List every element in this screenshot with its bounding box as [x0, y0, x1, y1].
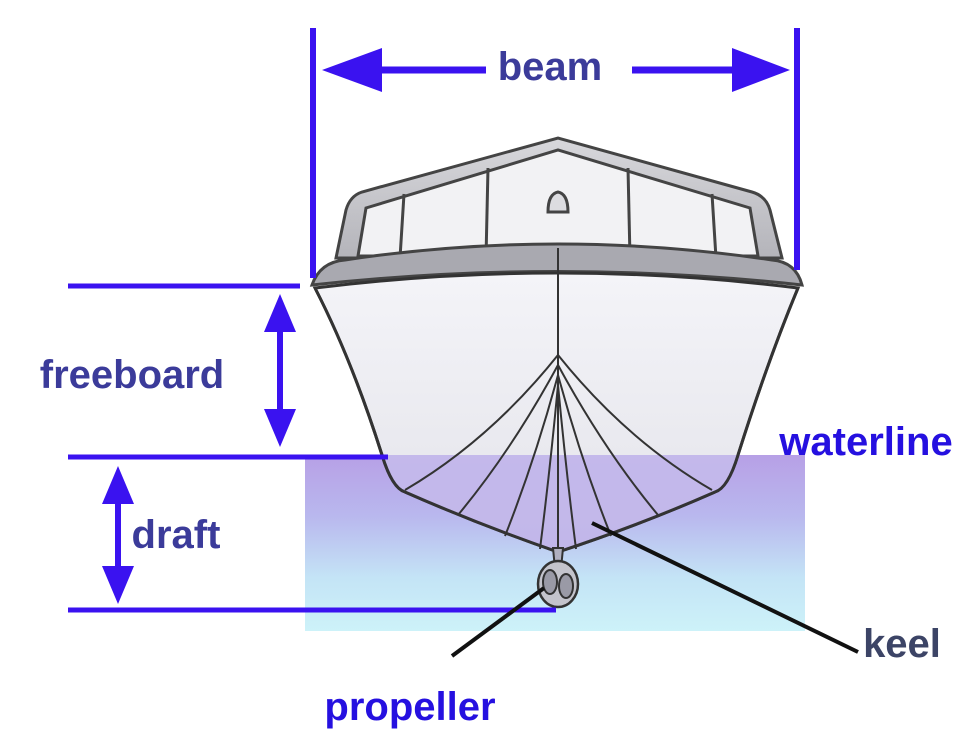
- propeller-pointer-line: [450, 586, 546, 658]
- window-dividers: [398, 167, 718, 259]
- propeller: [536, 559, 580, 609]
- hull-ribs: [404, 354, 713, 550]
- propeller-label: propeller: [324, 685, 495, 729]
- keel-label: keel: [863, 622, 941, 666]
- draft-label: draft: [132, 513, 221, 557]
- draft-dimension: [68, 466, 556, 613]
- beam-label: beam: [498, 45, 603, 89]
- freeboard-label: freeboard: [40, 353, 225, 397]
- draft-arrow-down: [102, 566, 134, 604]
- freeboard-arrow-up: [264, 294, 296, 332]
- bow-light: [546, 190, 570, 214]
- beam-dimension: [310, 28, 800, 278]
- keel-pointer-line: [591, 521, 859, 654]
- waterline-label: waterline: [778, 420, 952, 464]
- freeboard-arrow-down: [264, 409, 296, 447]
- draft-arrow-up: [102, 466, 134, 504]
- beam-arrow-left: [322, 48, 382, 92]
- beam-arrow-right: [732, 48, 790, 92]
- freeboard-dimension: [68, 283, 300, 447]
